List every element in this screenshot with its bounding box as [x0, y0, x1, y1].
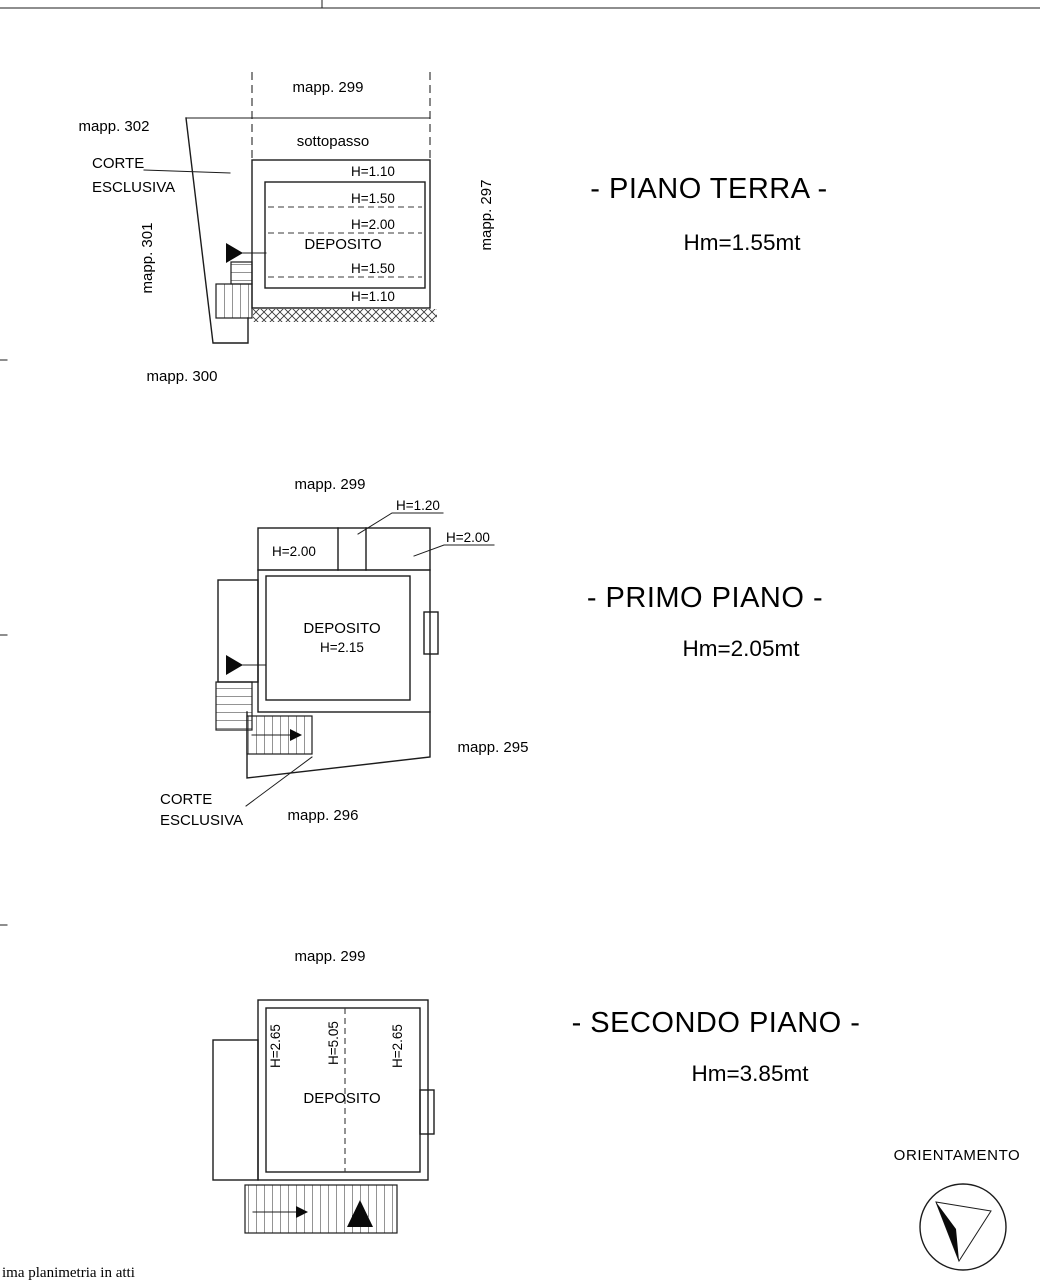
- floor-titles: - PIANO TERRA - Hm=1.55mt - PRIMO PIANO …: [572, 173, 861, 1086]
- lower-court-outline: [246, 711, 431, 779]
- compass-needle-fill: [936, 1202, 959, 1261]
- label-mapp-301: mapp. 301: [139, 223, 156, 294]
- title-secondo-piano: - SECONDO PIANO -: [572, 1007, 861, 1039]
- label-mapp-299-gf: mapp. 299: [293, 79, 364, 96]
- footer-partial-note: ima planimetria in atti: [2, 1265, 135, 1280]
- stair-landing-arrow-icon-sf: [347, 1200, 373, 1227]
- sheet-frame: [0, 0, 1040, 926]
- right-wall-notch-sf: [419, 1089, 435, 1135]
- label-h505-sf: H=5.05: [326, 1021, 341, 1065]
- orientation-label: ORIENTAMENTO: [894, 1147, 1021, 1164]
- sottopasso-dashed-boundary: [251, 72, 431, 160]
- top-strip-dividers: [337, 527, 367, 571]
- stair-direction-arrow-icon-ff: [290, 729, 302, 741]
- label-height-gf-2: H=1.50: [351, 191, 395, 206]
- orientation-block: ORIENTAMENTO: [894, 1147, 1021, 1271]
- entrance-arrow-icon: [226, 243, 243, 263]
- compass-icon: [919, 1183, 1007, 1271]
- deposito-room-outline: [264, 181, 426, 289]
- h200-right-leader-line: [413, 544, 495, 557]
- hatched-ground-strip: [253, 309, 437, 322]
- label-mapp-297: mapp. 297: [478, 180, 495, 251]
- entrance-arrow-icon-ff: [226, 655, 243, 675]
- ground-floor-drawing: mapp. 299 mapp. 302 sottopasso CORTE ESC…: [79, 72, 495, 385]
- second-floor-drawing: mapp. 299 H=2.65 H=5.05 H=2.65 DEPOSITO: [212, 948, 435, 1234]
- label-deposito-gf: DEPOSITO: [304, 236, 381, 253]
- deposito-room-outline-ff: [265, 575, 411, 701]
- label-mapp-302: mapp. 302: [79, 118, 150, 135]
- label-mapp-299-sf: mapp. 299: [295, 948, 366, 965]
- first-floor-drawing: mapp. 299 H=1.20 H=2.00 H=2.00 DEPOSITO …: [160, 476, 528, 829]
- label-h265-right-sf: H=2.65: [390, 1024, 405, 1068]
- label-height-gf-3: H=2.00: [351, 217, 395, 232]
- label-corte-gf-1: CORTE: [92, 155, 144, 172]
- label-h215-ff: H=2.15: [320, 640, 364, 655]
- stairs-left-flight-ff: [215, 681, 253, 731]
- label-h200-left-ff: H=2.00: [272, 544, 316, 559]
- height-zone-dashed-lines: [268, 206, 422, 278]
- corte-leader-line: [143, 169, 231, 174]
- stairs-upper-flight: [230, 261, 253, 285]
- stairs-lower-flight: [215, 283, 253, 319]
- label-corte-gf-2: ESCLUSIVA: [92, 179, 175, 196]
- label-corte-ff-2: ESCLUSIVA: [160, 812, 243, 829]
- compass-needle-outline: [935, 1201, 992, 1263]
- sheet-left-ticks: [0, 359, 8, 926]
- label-sottopasso: sottopasso: [297, 133, 370, 150]
- label-h200-right-ff: H=2.00: [446, 530, 490, 545]
- height-secondo-piano: Hm=3.85mt: [692, 1061, 810, 1086]
- label-height-gf-4: H=1.50: [351, 261, 395, 276]
- label-deposito-ff: DEPOSITO: [303, 620, 380, 637]
- label-mapp-295: mapp. 295: [458, 739, 529, 756]
- label-h265-left-sf: H=2.65: [268, 1024, 283, 1068]
- label-height-gf-5: H=1.10: [351, 289, 395, 304]
- right-wall-notch-ff: [423, 611, 439, 655]
- title-primo-piano: - PRIMO PIANO -: [587, 582, 823, 614]
- label-mapp-296: mapp. 296: [288, 807, 359, 824]
- corte-esclusiva-outline: [185, 117, 249, 344]
- corte-leader-line-ff: [245, 756, 313, 807]
- stairs-bottom-run-sf: [244, 1184, 398, 1234]
- label-mapp-299-ff: mapp. 299: [295, 476, 366, 493]
- corte-side-court-sf: [212, 1039, 259, 1181]
- label-mapp-300: mapp. 300: [147, 368, 218, 385]
- height-piano-terra: Hm=1.55mt: [684, 230, 802, 255]
- label-deposito-sf: DEPOSITO: [303, 1090, 380, 1107]
- label-height-gf-1: H=1.10: [351, 164, 395, 179]
- label-h120-ff: H=1.20: [396, 498, 440, 513]
- compass-circle: [919, 1183, 1007, 1271]
- h120-leader-line: [357, 512, 444, 535]
- title-piano-terra: - PIANO TERRA -: [590, 173, 827, 205]
- height-primo-piano: Hm=2.05mt: [683, 636, 801, 661]
- label-corte-ff-1: CORTE: [160, 791, 212, 808]
- stair-direction-arrow-icon-sf: [296, 1206, 308, 1218]
- building-outline: [251, 159, 431, 309]
